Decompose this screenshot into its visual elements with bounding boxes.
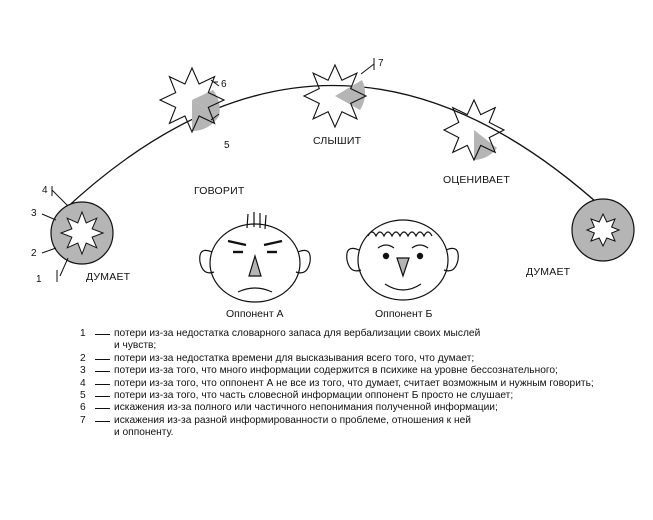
hears-node [302, 63, 375, 129]
legend-item-continuation: и оппоненту. [114, 427, 174, 439]
opponent-a-face [199, 212, 311, 303]
thinks-a-node [50, 201, 114, 265]
legend-item-continuation: и чувств; [114, 340, 157, 352]
thinks-b-node [571, 198, 635, 262]
stage-label-thinks-b: ДУМАЕТ [526, 266, 571, 278]
stage-label-speaks: ГОВОРИТ [194, 185, 245, 197]
marker-5: 5 [224, 140, 230, 151]
opponent-b-label: Оппонент Б [375, 308, 433, 320]
loss-marker-ticks [41, 58, 375, 282]
speaks-node [158, 66, 226, 134]
communication-arc [61, 84, 606, 213]
evaluates-node [442, 98, 506, 162]
opponent-a-label: Оппонент А [226, 308, 284, 320]
marker-2: 2 [31, 248, 37, 259]
opponent-b-face [346, 219, 459, 301]
stage-label-hears: СЛЫШИТ [313, 135, 362, 147]
marker-4: 4 [42, 185, 48, 196]
marker-7: 7 [378, 58, 384, 69]
marker-6: 6 [221, 79, 227, 90]
marker-1: 1 [36, 274, 42, 285]
marker-3: 3 [31, 208, 37, 219]
stage-label-evaluates: ОЦЕНИВАЕТ [443, 174, 510, 186]
stage-label-thinks-a: ДУМАЕТ [86, 271, 131, 283]
